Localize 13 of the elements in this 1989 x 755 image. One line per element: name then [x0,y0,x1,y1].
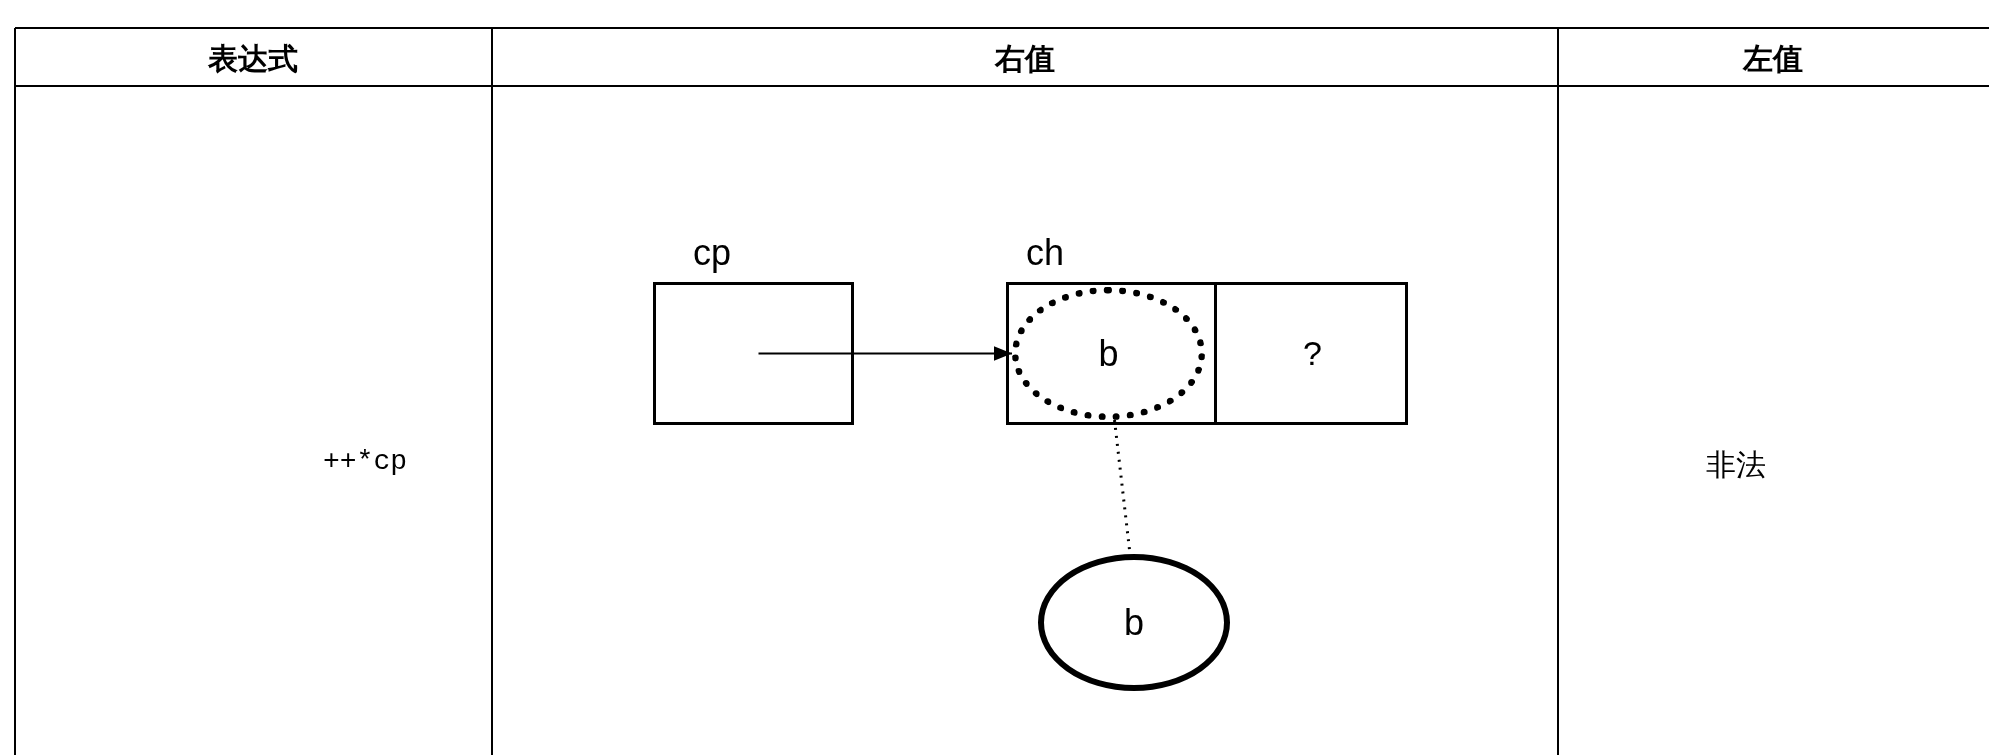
pointer-box [653,282,854,425]
variable-name: cp [693,232,732,274]
column-heading: 表达式 [208,41,298,77]
expression-text: ++*cp [323,446,407,478]
result-text: 非法 [1706,447,1766,483]
column-heading: 左值 [1743,41,1803,77]
array-element: ? [1214,282,1408,425]
result-ellipse: b [1038,554,1230,691]
value-ellipse: b [1012,287,1205,420]
column-heading: 右值 [995,41,1055,77]
variable-name: ch [1026,232,1065,274]
arrow [757,346,1013,361]
array-box [1006,282,1408,425]
